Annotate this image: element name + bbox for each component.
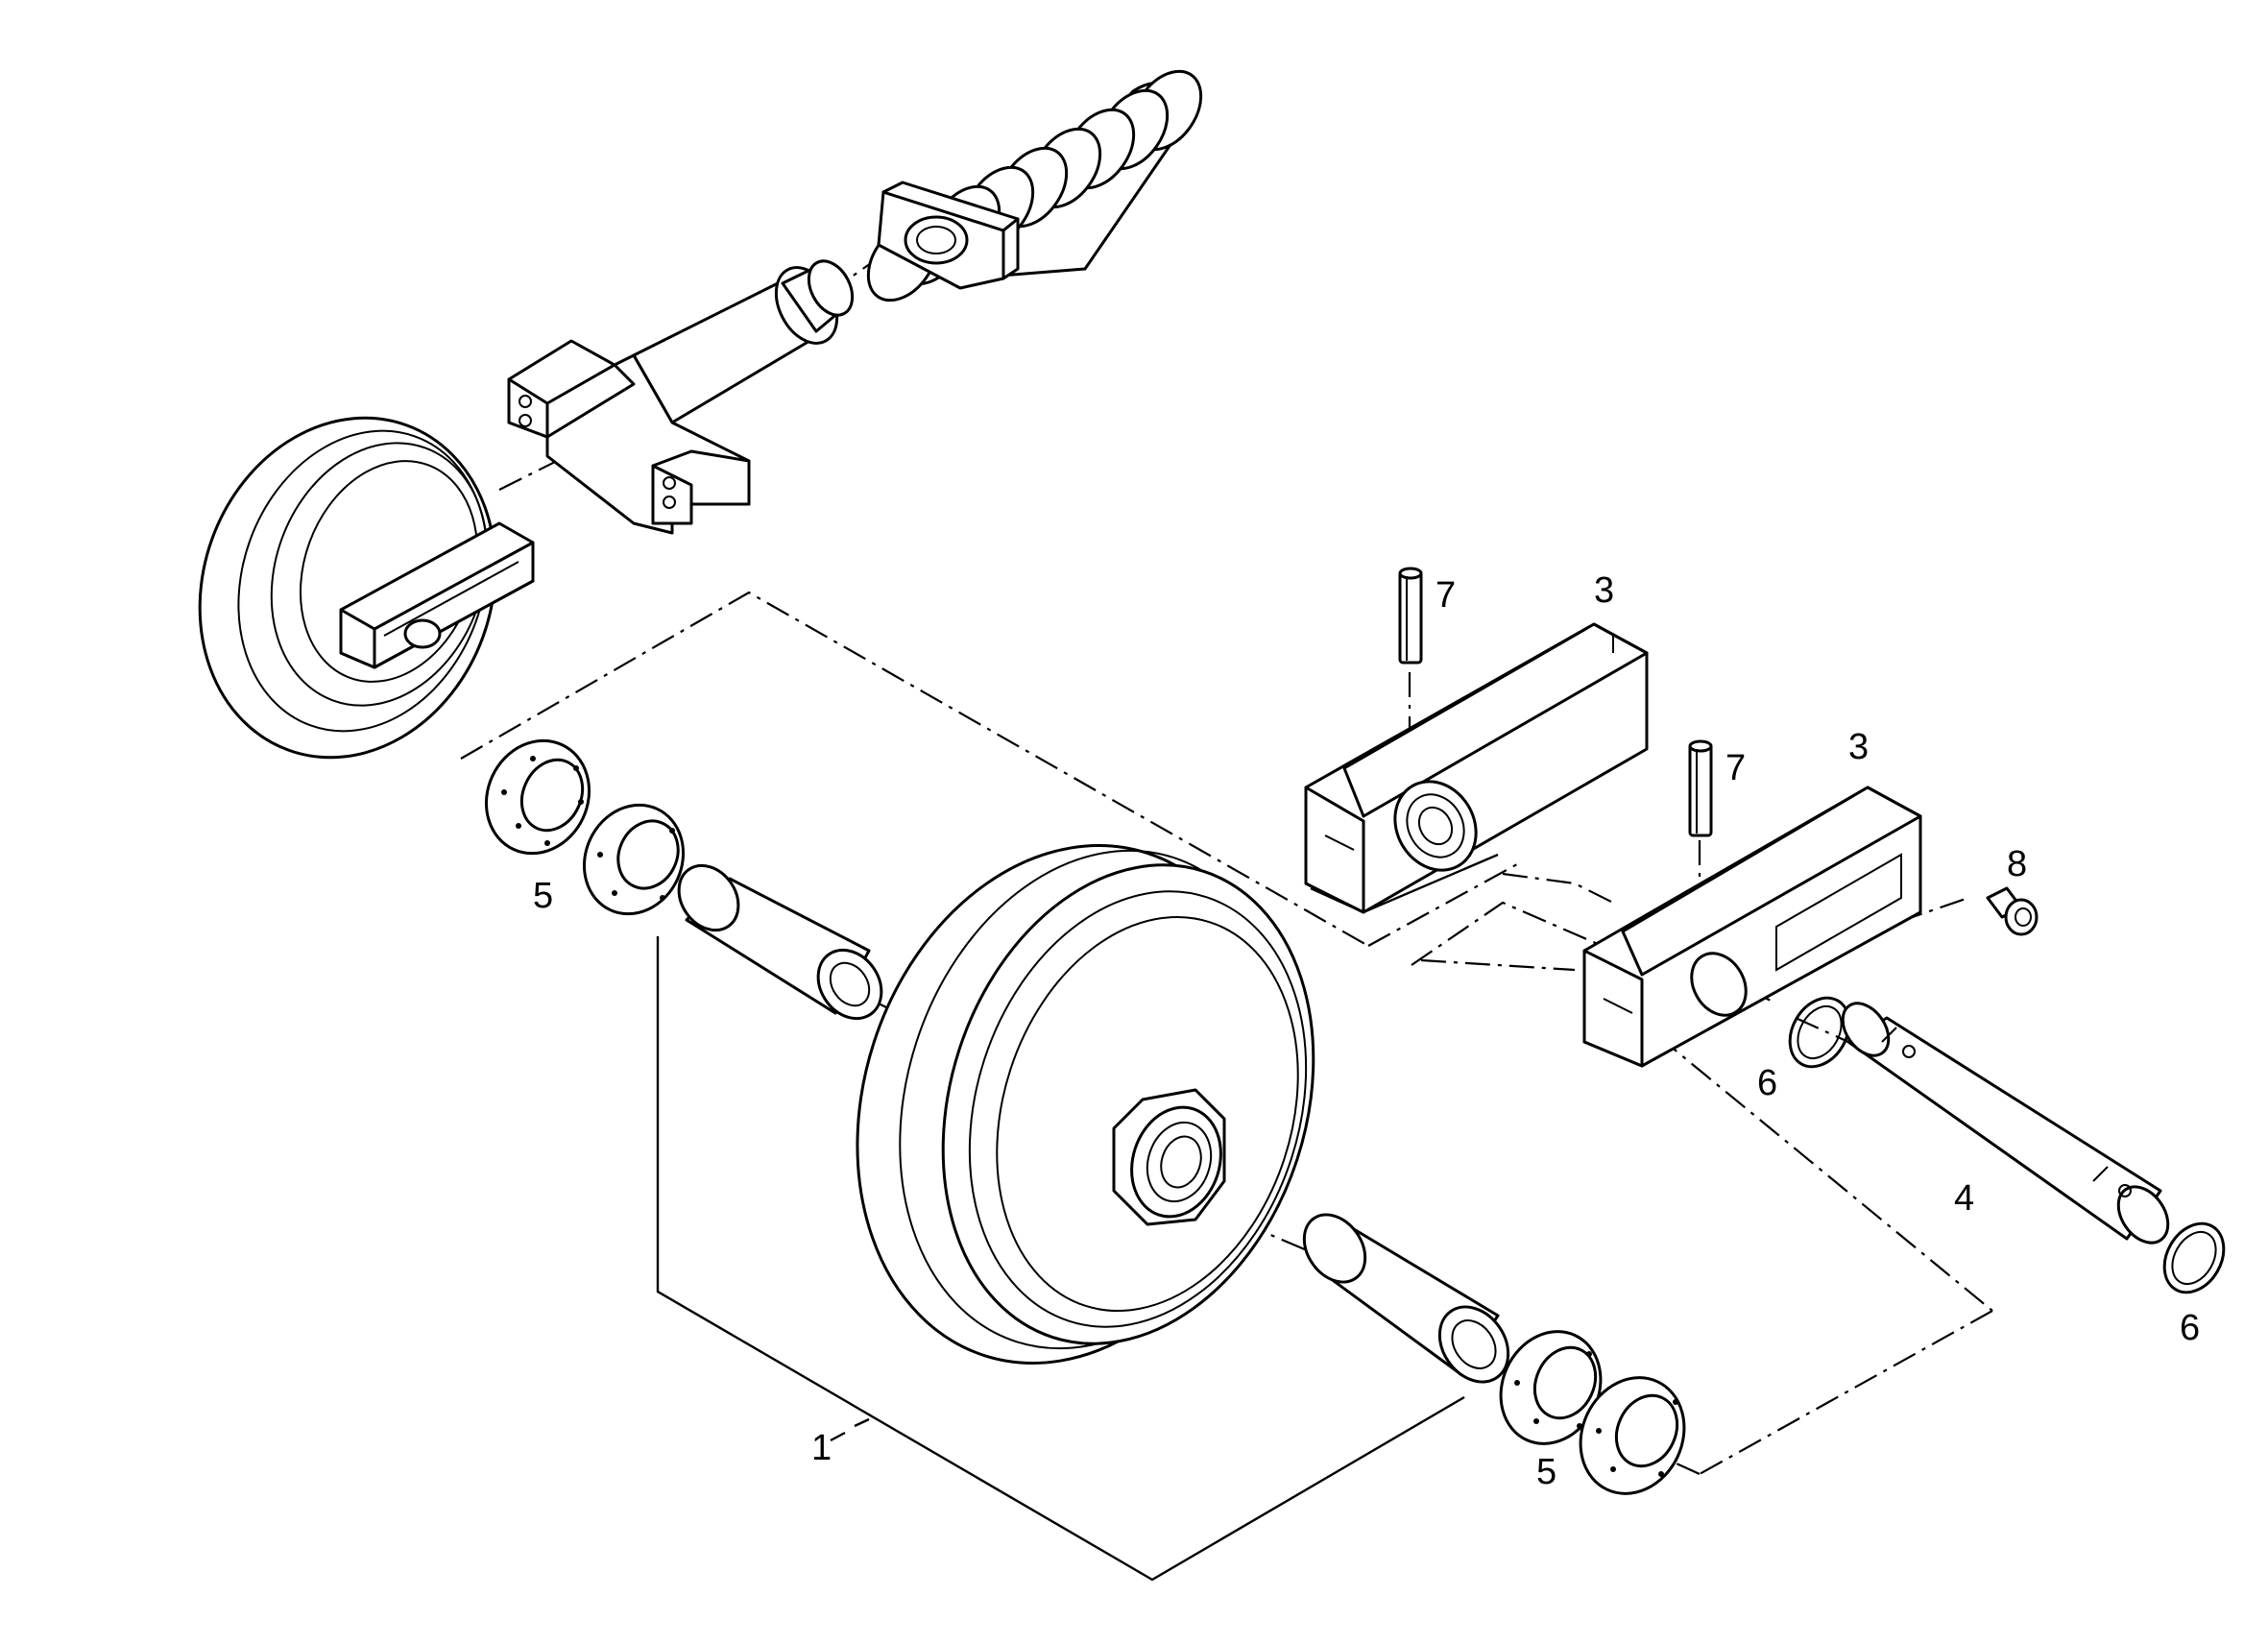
callout-4: 4 — [1954, 1178, 1974, 1219]
seal-left-inner — [582, 803, 686, 916]
roll-pin-upper — [1398, 567, 1423, 665]
callout-8: 8 — [2007, 844, 2027, 884]
seal-right-outer — [1579, 1376, 1686, 1495]
callout-3-lower: 3 — [1848, 727, 1869, 767]
idler-shaft — [1841, 1002, 2170, 1245]
idler-assembled — [198, 416, 535, 760]
callout-5-lower: 5 — [1536, 1452, 1556, 1492]
bushing-left — [677, 863, 883, 1021]
o-ring-lower — [2162, 1221, 2226, 1294]
callout-7-lower: 7 — [1725, 748, 1746, 788]
callout-1: 1 — [811, 1428, 832, 1468]
callout-6-lower: 6 — [2180, 1308, 2200, 1348]
bearing-block-upper — [1304, 622, 1649, 914]
bushing-right — [1302, 1213, 1510, 1384]
o-ring-upper — [1788, 996, 1851, 1069]
spring-flange-plate — [877, 181, 1020, 290]
bearing-block-lower — [1582, 786, 1922, 1068]
grease-screw — [1986, 886, 2039, 936]
seal-left-outer — [484, 738, 591, 856]
roll-pin-lower — [1688, 739, 1713, 837]
callout-labels: 1 3 3 4 5 5 6 6 7 7 8 — [533, 570, 2200, 1492]
callout-6-upper: 6 — [1757, 1063, 1777, 1103]
callout-5-upper: 5 — [533, 876, 553, 916]
callout-3-upper: 3 — [1594, 570, 1614, 611]
idler-wheel — [856, 844, 1315, 1365]
callout-7-upper: 7 — [1436, 575, 1456, 616]
seal-right-inner — [1499, 1330, 1603, 1445]
tension-yoke — [507, 259, 855, 535]
